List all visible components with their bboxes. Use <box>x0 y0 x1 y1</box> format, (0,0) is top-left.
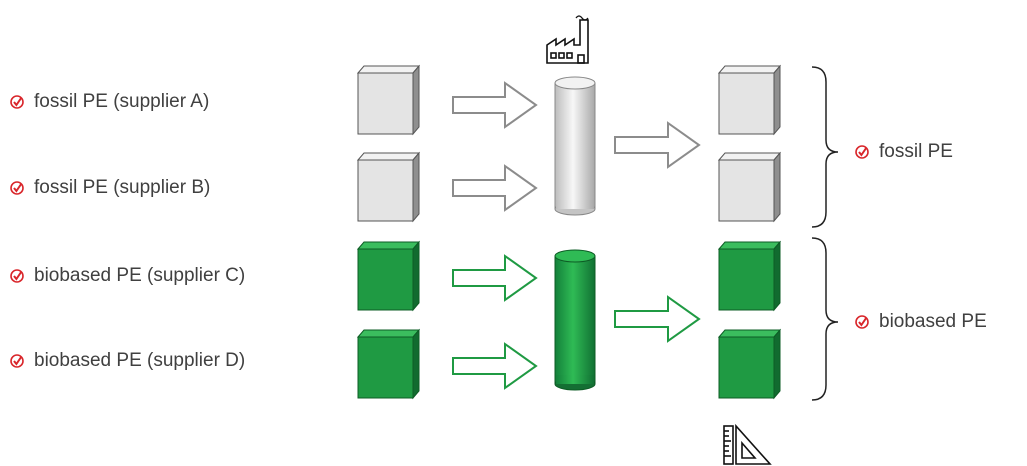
cube-output-bio-2 <box>717 328 782 400</box>
input-label-text: fossil PE (supplier B) <box>34 177 211 198</box>
output-label-text: biobased PE <box>879 311 987 332</box>
brace-bio <box>811 237 839 401</box>
checkmark-badge-icon <box>855 145 869 159</box>
factory-icon <box>546 15 589 64</box>
cube-supplier-a <box>356 64 421 136</box>
cylinder-fossil <box>554 76 596 216</box>
arrow-output-bio <box>614 295 701 343</box>
arrow-supplier-c <box>452 254 538 302</box>
input-label-text: biobased PE (supplier C) <box>34 265 246 286</box>
input-label-supplier-a: fossil PE (supplier A) <box>10 91 209 113</box>
ruler-triangle-icon <box>723 423 772 465</box>
brace-fossil <box>811 66 839 228</box>
output-label-bio: biobased PE <box>855 311 987 333</box>
arrow-supplier-d <box>452 342 538 390</box>
checkmark-badge-icon <box>10 181 24 195</box>
input-label-text: biobased PE (supplier D) <box>34 350 246 371</box>
cylinder-bio <box>554 249 596 391</box>
checkmark-badge-icon <box>10 269 24 283</box>
output-label-text: fossil PE <box>879 141 953 162</box>
output-label-fossil: fossil PE <box>855 141 953 163</box>
cube-output-bio-1 <box>717 240 782 312</box>
cube-supplier-d <box>356 328 421 400</box>
checkmark-badge-icon <box>855 315 869 329</box>
input-label-supplier-d: biobased PE (supplier D) <box>10 350 245 372</box>
cube-supplier-b <box>356 151 421 223</box>
arrow-supplier-b <box>452 164 538 212</box>
cube-supplier-c <box>356 240 421 312</box>
checkmark-badge-icon <box>10 354 24 368</box>
arrow-output-fossil <box>614 121 701 169</box>
cube-output-fossil-2 <box>717 151 782 223</box>
input-label-supplier-c: biobased PE (supplier C) <box>10 265 245 287</box>
input-label-text: fossil PE (supplier A) <box>34 91 210 112</box>
arrow-supplier-a <box>452 81 538 129</box>
checkmark-badge-icon <box>10 95 24 109</box>
cube-output-fossil-1 <box>717 64 782 136</box>
input-label-supplier-b: fossil PE (supplier B) <box>10 177 210 199</box>
